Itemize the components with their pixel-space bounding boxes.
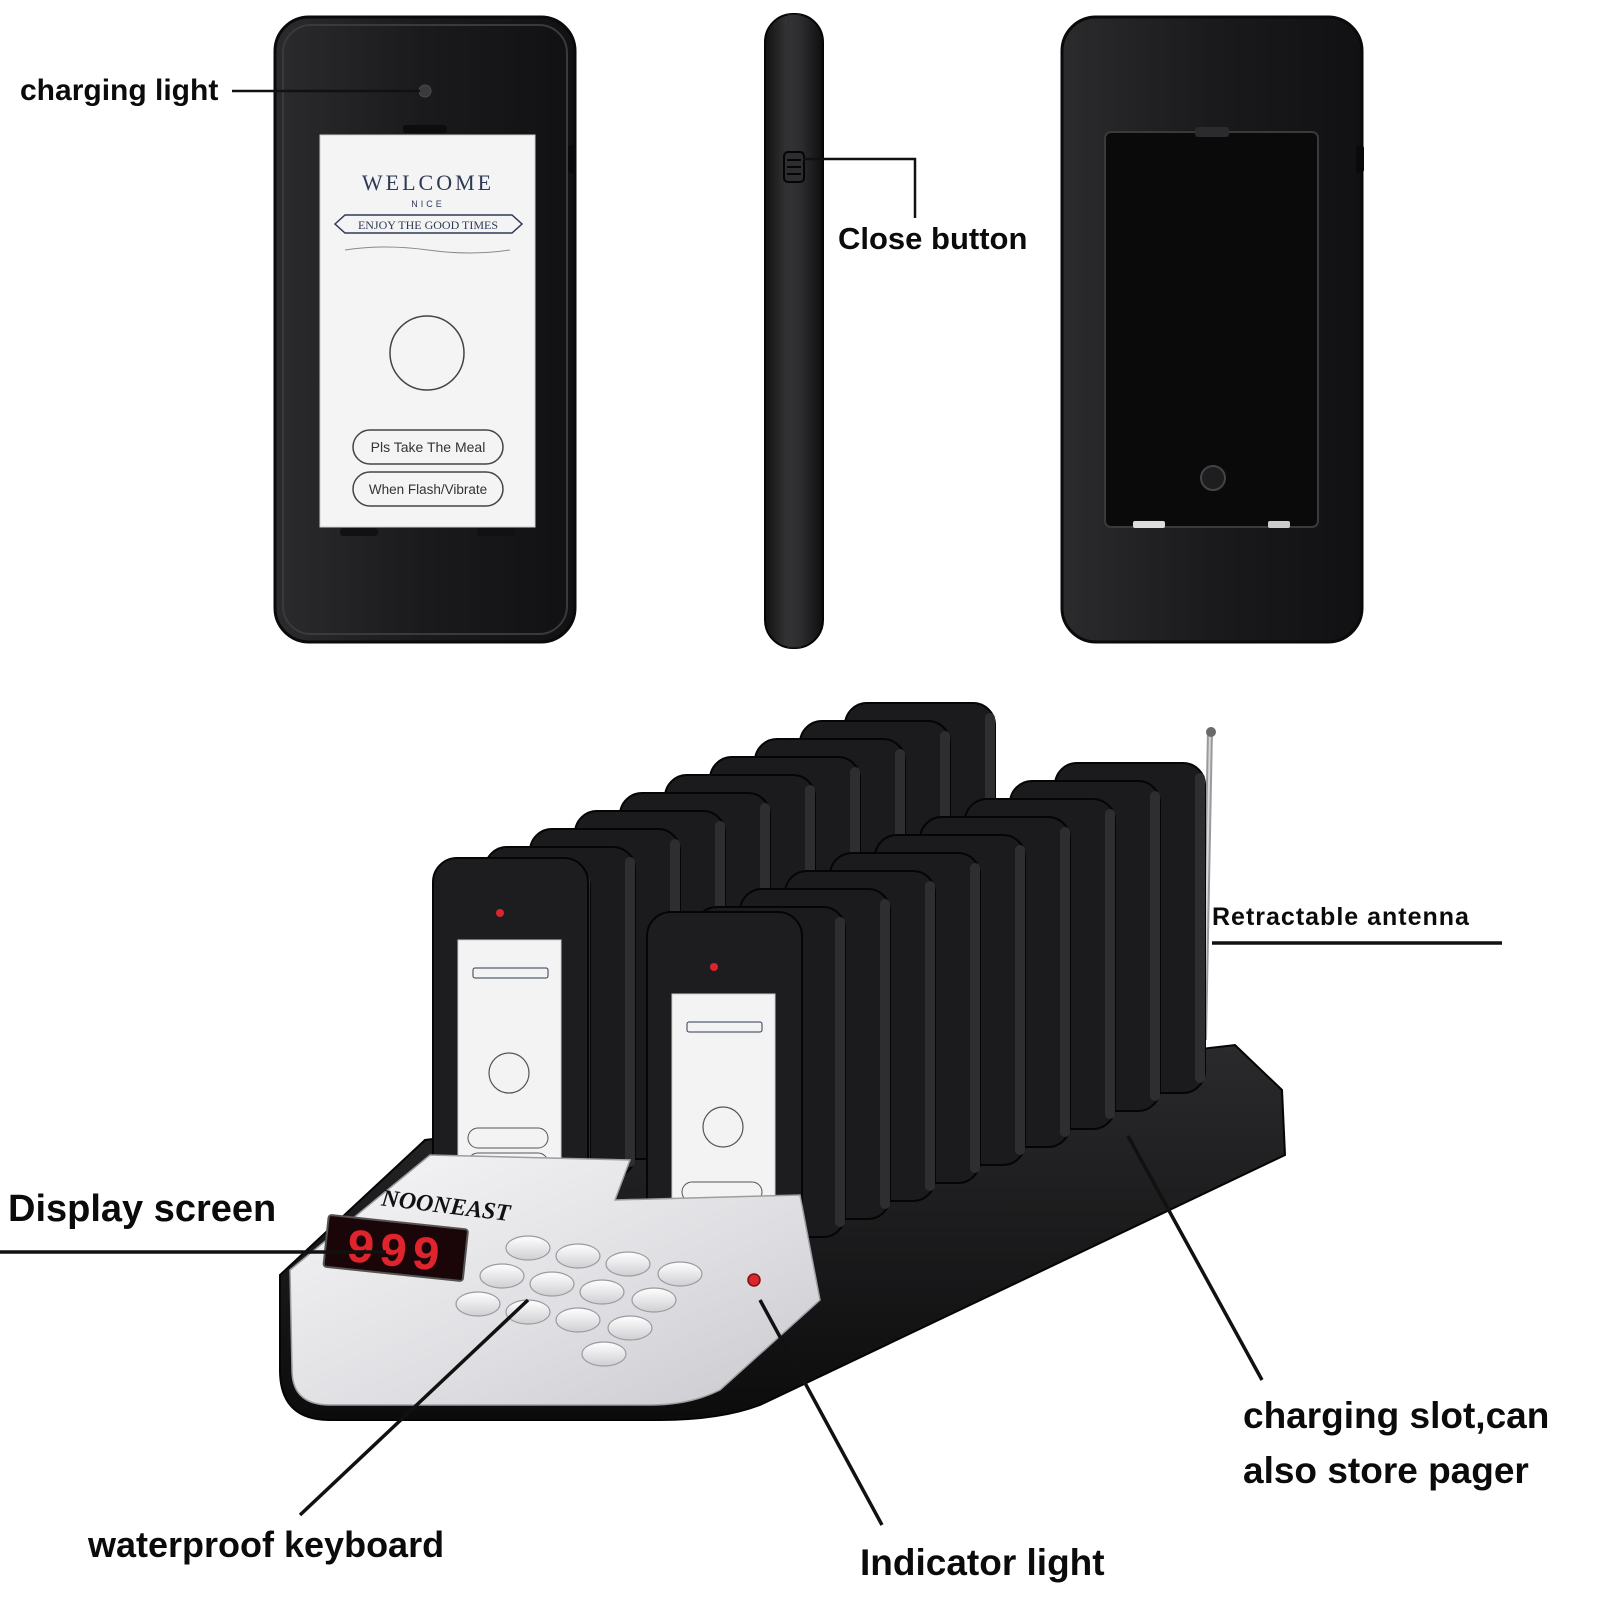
callout-charging-light: charging light: [20, 74, 219, 107]
callout-charging-slot: charging slot,can also store pager: [1243, 1395, 1550, 1491]
stored-pagers: [432, 702, 1206, 1256]
callout-display-screen: Display screen: [8, 1188, 277, 1230]
callout-close-button: Close button: [838, 221, 1028, 256]
keypad-key[interactable]: [555, 1243, 601, 1269]
keypad-key[interactable]: [605, 1251, 651, 1277]
pager-side-view: [764, 13, 824, 649]
close-button-icon: [783, 151, 805, 183]
callout-retractable-antenna: Retractable antenna: [1212, 903, 1470, 931]
display-digits: 999: [343, 1222, 447, 1286]
charging-light-icon: [418, 84, 432, 98]
pager-back-view: [1060, 15, 1364, 644]
pager-front-view: WELCOME NICE ENJOY THE GOOD TIMES Pls Ta…: [273, 15, 577, 644]
keypad-key[interactable]: [479, 1263, 525, 1289]
card-enjoy: ENJOY THE GOOD TIMES: [358, 218, 498, 232]
keypad-key[interactable]: [579, 1279, 625, 1305]
keypad-key[interactable]: [529, 1271, 575, 1297]
keypad-key[interactable]: [607, 1315, 653, 1341]
keypad-key[interactable]: [505, 1299, 551, 1325]
charging-base: NOONEAST 999: [279, 702, 1287, 1421]
waterproof-keyboard: [455, 1235, 703, 1367]
card-nice: NICE: [411, 199, 445, 209]
front-pager: [432, 857, 589, 1194]
keypad-key[interactable]: [581, 1341, 627, 1367]
keypad-key[interactable]: [505, 1235, 551, 1261]
indicator-light-icon: [747, 1273, 761, 1287]
keypad-key[interactable]: [455, 1291, 501, 1317]
card-welcome: WELCOME: [362, 170, 494, 195]
callout-waterproof-keyboard: waterproof keyboard: [88, 1524, 445, 1565]
display-screen: 999: [322, 1214, 469, 1286]
keypad-key[interactable]: [555, 1307, 601, 1333]
card-take-meal: Pls Take The Meal: [371, 439, 486, 455]
keypad-key[interactable]: [631, 1287, 677, 1313]
keypad-key[interactable]: [657, 1261, 703, 1287]
callout-indicator-light: Indicator light: [860, 1542, 1105, 1583]
card-when-flash: When Flash/Vibrate: [369, 482, 487, 497]
